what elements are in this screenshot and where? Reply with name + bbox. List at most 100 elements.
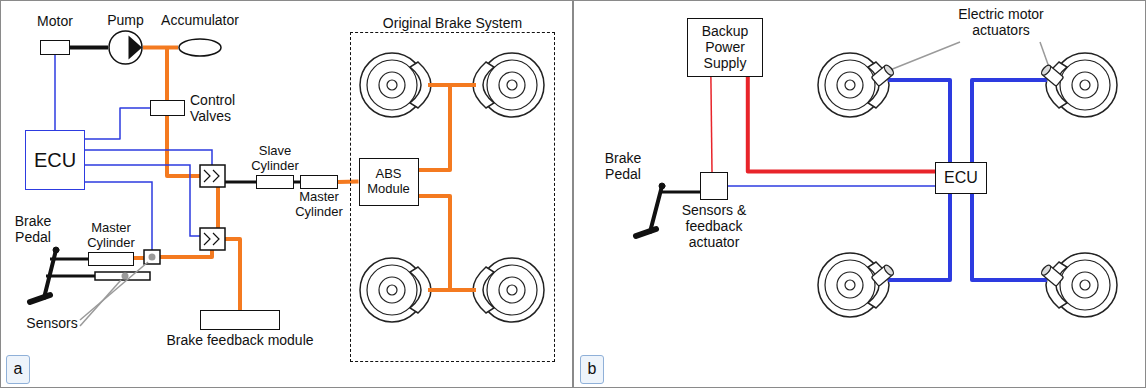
signal-wire [85,150,212,165]
actuator-wire [888,194,950,280]
hydraulic-line [216,187,220,228]
electric-actuator [883,64,895,77]
valve-symbol [204,170,219,182]
leader-line [80,262,148,320]
sensor [95,272,150,280]
brake-system-group: Original Brake SystemABS Module [350,32,555,362]
pump-outline [109,31,142,64]
actuator-wire [972,80,1047,162]
node-label: Motor [25,13,85,29]
sensor [149,254,156,261]
actuator-wire [888,80,950,162]
part-label: Electric motor actuators [945,6,1057,38]
feedback-module-box: Brake feedback module [200,310,280,330]
hydraulic-line [416,196,476,290]
slave-cylinder: Slave Cylinder [256,175,294,189]
hydraulic-line [134,256,144,260]
sensor [144,250,160,264]
sensor [122,273,129,280]
drive-shaft [70,46,108,50]
electric-actuator [871,64,895,87]
node-label: Accumulator [150,12,250,28]
accumulator-outline [179,39,221,56]
brake-pedal [44,250,56,298]
node-label: Sensors & feedback actuator [668,202,760,250]
part-label: Sensors [22,315,82,331]
signal-wire [85,108,150,139]
actuator-wire [888,80,1047,280]
electric-actuator [1040,64,1052,77]
panel-tag: a [6,355,30,384]
part-label: Brake Pedal [8,213,58,245]
node-label: Control Valves [190,92,250,124]
node-label: Original Brake System [383,15,522,31]
pump-symbol: Pump [108,30,143,65]
hydraulic-line [143,46,178,50]
power-supply-box: Backup Power Supply [687,18,763,77]
leader-line [80,42,1050,326]
node-label: Master Cylinder [288,190,350,220]
node-label: ABS Module [360,165,418,199]
hydraulic-line [167,116,200,176]
brake-disc [360,258,431,322]
master-cylinder: Master Cylinder [300,175,338,189]
push-rod [225,181,256,184]
panel-frame [574,1,1146,388]
brake-pedal [659,183,665,189]
panel-tag: b [580,355,604,384]
leader-line [80,280,121,326]
brake-pedal [650,186,662,232]
part-label: Brake Pedal [598,150,648,182]
node-label: ECU [32,147,78,174]
valve-symbol [204,233,219,245]
node-label: Slave Cylinder [244,144,306,174]
sensor-box: Sensors & feedback actuator [700,172,728,200]
node-label: Backup Power Supply [688,21,762,73]
hydraulic-line [416,85,476,170]
brake-pedal [636,229,656,236]
signal-wire [54,55,56,130]
electric-actuator [1040,264,1064,287]
node-label: Pump [101,12,151,28]
ecu-box: ECU [25,130,85,190]
valve-symbol [200,228,225,250]
accumulator-symbol [178,38,222,57]
hydraulic-line [160,250,212,257]
brake-pedal [30,295,50,302]
ecu-box: ECU [935,162,987,194]
leader-line [890,42,960,70]
control-valve-box: Control Valves [150,100,185,116]
hydraulic-line [225,239,240,310]
electric-actuator [883,264,895,277]
brake-disc [473,53,544,117]
brake-pedal [53,247,59,253]
node-label: b [586,358,599,380]
brake-pedal [30,183,665,302]
electric-actuator [871,264,895,287]
signal-wire [728,185,935,187]
electric-actuator [1040,264,1052,277]
motor-box: Motor [40,40,70,55]
master-cylinder: Master Cylinder [88,252,134,266]
hydraulic-line [134,48,476,311]
electric-actuator [1040,64,1064,87]
node-label: Brake feedback module [166,332,313,348]
power-line [711,77,712,173]
node-label: ECU [942,167,980,189]
hydraulic-line [338,180,359,185]
brake-disc [473,258,544,322]
pump-symbol [108,30,143,65]
actuator-wire [972,194,1047,280]
pump-arrow [129,36,143,60]
hydraulic-line [165,48,169,101]
node-label: Master Cylinder [80,221,142,251]
push-rod [46,275,95,278]
valve-symbol [200,165,225,250]
panel-frame [1,1,573,388]
node-label: a [12,358,25,380]
electric-actuator [871,64,1064,287]
